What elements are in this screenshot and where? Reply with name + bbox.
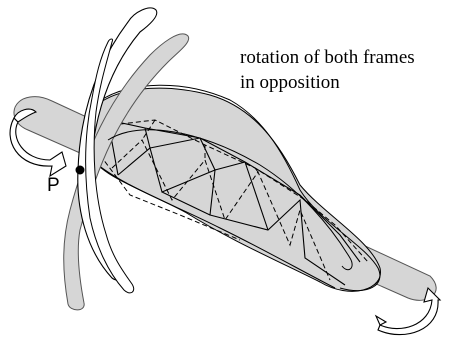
annotation-line-1: rotation of both frames (240, 46, 415, 70)
annotation-line-2: in opposition (240, 71, 340, 95)
body-shape (86, 88, 381, 291)
point-label-p: P (47, 175, 60, 197)
pivot-point-p (76, 166, 85, 175)
